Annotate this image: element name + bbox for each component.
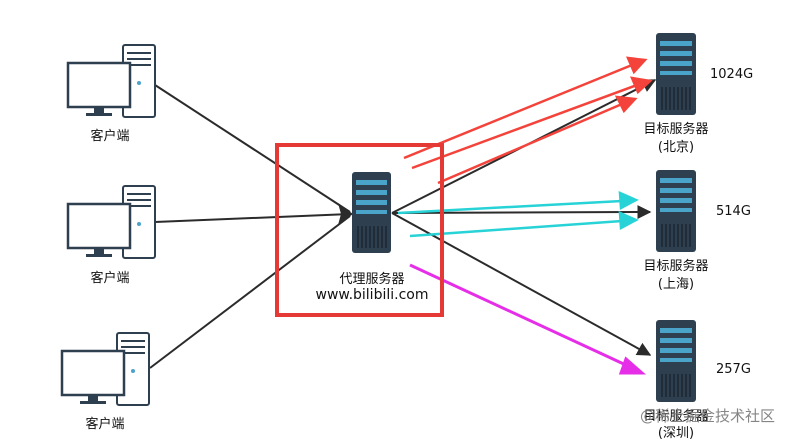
client-computer-icon xyxy=(60,332,150,406)
client-computer-icon xyxy=(66,185,156,259)
beijing-server-icon xyxy=(656,33,696,115)
proxy-server-icon xyxy=(352,172,391,253)
client2-to-proxy-line xyxy=(154,213,351,223)
shenzhen-traffic-arrow xyxy=(409,263,646,375)
beijing-server-location: (北京) xyxy=(657,140,695,155)
proxy-label: 代理服务器 xyxy=(339,272,405,287)
beijing-capacity: 1024G xyxy=(710,67,754,82)
proxy-highlight-box xyxy=(275,143,444,317)
proxy-to-shanghai-line xyxy=(391,205,652,220)
proxy-arrowhead xyxy=(338,203,353,225)
shanghai-server-label: 目标服务器 xyxy=(643,259,709,274)
shanghai-capacity: 514G xyxy=(716,204,751,219)
shenzhen-server-label: 目标服务器 xyxy=(643,409,709,424)
client-label: 客户端 xyxy=(90,129,130,144)
shenzhen-server-icon xyxy=(656,320,696,402)
shanghai-traffic-arrows xyxy=(397,191,639,238)
client-computer-icon xyxy=(66,44,156,118)
shanghai-server-icon xyxy=(656,170,696,252)
proxy-domain: www.bilibili.com xyxy=(315,287,429,303)
client1-to-proxy-line xyxy=(154,84,351,213)
watermark: @稀土掘金技术社区 xyxy=(640,407,776,425)
client-label: 客户端 xyxy=(85,417,125,432)
beijing-server-label: 目标服务器 xyxy=(643,122,709,137)
beijing-traffic-arrows xyxy=(403,56,653,185)
client-label: 客户端 xyxy=(90,271,130,286)
client3-to-proxy-line xyxy=(149,215,351,369)
proxy-to-shenzhen-line xyxy=(391,212,652,356)
shenzhen-capacity: 257G xyxy=(716,362,751,377)
shanghai-server-location: (上海) xyxy=(657,277,695,292)
shenzhen-server-location: (深圳) xyxy=(657,426,695,441)
